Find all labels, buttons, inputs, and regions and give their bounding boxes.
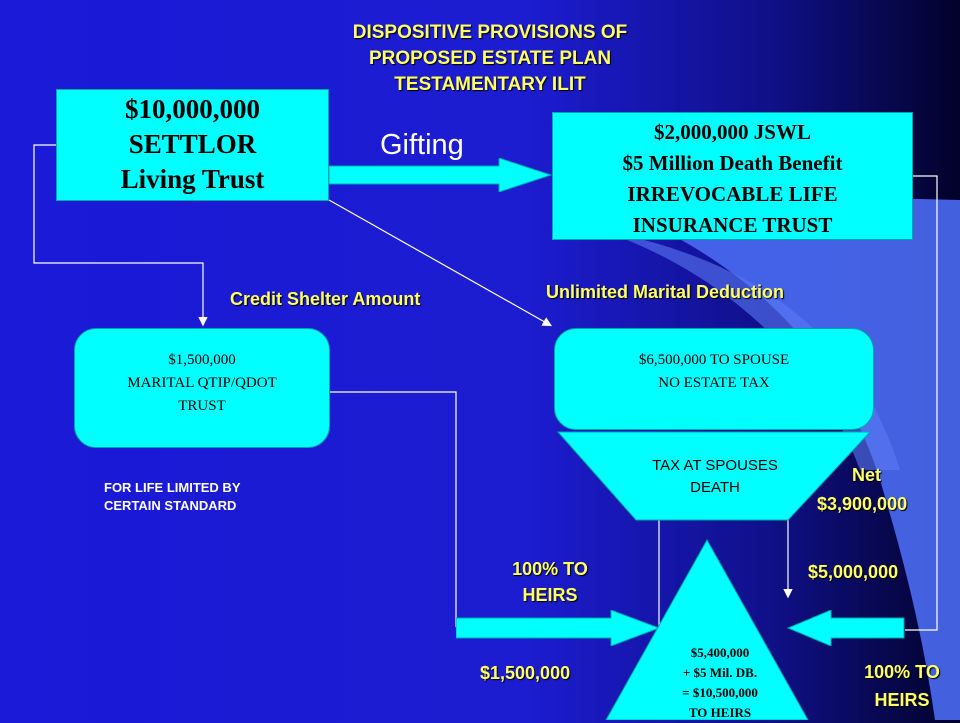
title-line-3: TESTAMENTARY ILIT xyxy=(394,74,586,95)
gifting-arrow xyxy=(329,158,553,192)
net-amount: $3,900,000 xyxy=(817,494,908,514)
marital-deduction-label: Unlimited Marital Deduction xyxy=(546,282,785,302)
heirs-right-arrow xyxy=(786,610,905,646)
heirs-total-line-3: = $10,500,000 xyxy=(682,685,758,700)
heirs-total-line-1: $5,400,000 xyxy=(690,645,750,660)
settlor-trust-type: Living Trust xyxy=(120,164,265,194)
title-line-1: DISPOSITIVE PROVISIONS OF xyxy=(352,22,628,43)
heirs-total-text: $5,400,000 + $5 Mil. DB. = $10,500,000 T… xyxy=(640,643,800,723)
heirs-right-line-1: 100% TO xyxy=(864,662,940,682)
heirs-right-label: 100% TO HEIRS xyxy=(842,658,960,714)
tax-line-1: TAX AT SPOUSES xyxy=(652,457,778,474)
tax-trapezoid xyxy=(556,431,872,521)
spouse-box: $6,500,000 TO SPOUSE NO ESTATE TAX xyxy=(554,328,874,430)
gifting-label: Gifting xyxy=(380,129,464,161)
diagram-title: DISPOSITIVE PROVISIONS OF PROPOSED ESTAT… xyxy=(230,20,750,98)
qtip-type: MARITAL QTIP/QDOT xyxy=(127,375,277,391)
settlor-living-trust-box: $10,000,000 SETTLOR Living Trust xyxy=(56,89,329,201)
qtip-amount: $1,500,000 xyxy=(168,352,236,368)
heirs-triangle xyxy=(605,538,809,720)
insurance-flow-amount: $5,000,000 xyxy=(808,562,899,582)
ilit-line-3: IRREVOCABLE LIFE xyxy=(627,182,838,206)
heirs-left-amount: $1,500,000 xyxy=(480,663,571,683)
for-life-note: FOR LIFE LIMITED BY CERTAIN STANDARD xyxy=(104,479,241,515)
qtip-trust: TRUST xyxy=(178,398,226,414)
heirs-right-line-2: HEIRS xyxy=(874,690,930,710)
net-label: Net xyxy=(852,465,882,485)
settlor-label: SETTLOR xyxy=(128,129,257,159)
heirs-total-line-4: TO HEIRS xyxy=(688,705,752,720)
spouse-amount: $6,500,000 TO SPOUSE xyxy=(638,352,790,368)
heirs-total-line-2: + $5 Mil. DB. xyxy=(682,665,758,680)
for-life-line-1: FOR LIFE LIMITED BY xyxy=(104,480,241,495)
credit-shelter-label: Credit Shelter Amount xyxy=(230,289,421,309)
heirs-left-arrow xyxy=(456,610,661,646)
heirs-left-line-1: 100% TO xyxy=(512,559,588,579)
tax-line-2: DEATH xyxy=(690,479,740,496)
ilit-line-1: $2,000,000 JSWL xyxy=(654,120,811,144)
ilit-line-4: INSURANCE TRUST xyxy=(632,213,833,237)
spouse-tax-note: NO ESTATE TAX xyxy=(658,375,770,391)
settlor-amount: $10,000,000 xyxy=(125,94,260,124)
tax-at-death-text: TAX AT SPOUSES DEATH xyxy=(590,455,840,499)
heirs-left-line-2: HEIRS xyxy=(522,585,578,605)
qtip-trust-box: $1,500,000 MARITAL QTIP/QDOT TRUST xyxy=(74,328,330,448)
ilit-box: $2,000,000 JSWL $5 Million Death Benefit… xyxy=(552,112,913,240)
for-life-line-2: CERTAIN STANDARD xyxy=(104,498,237,513)
heirs-left-label: 100% TO HEIRS xyxy=(490,556,610,608)
ilit-line-2: $5 Million Death Benefit xyxy=(622,151,843,175)
title-line-2: PROPOSED ESTATE PLAN xyxy=(368,48,612,69)
